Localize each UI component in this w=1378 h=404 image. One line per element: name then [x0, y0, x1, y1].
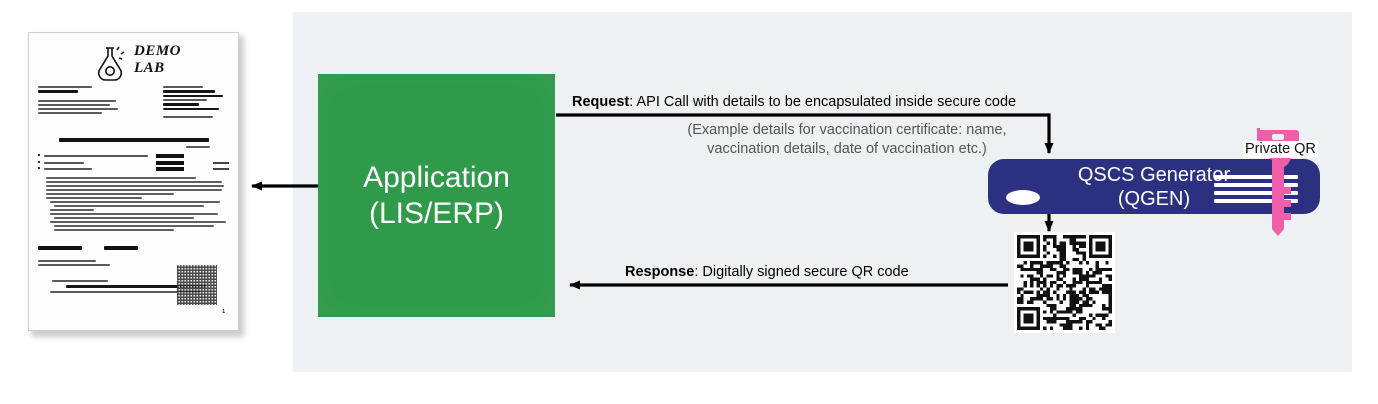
private-qr-label: Private QR	[1243, 141, 1318, 158]
application-label-line1: Application	[363, 160, 510, 194]
brand-line-2: LAB	[134, 60, 165, 76]
request-label: Request: API Call with details to be enc…	[572, 93, 1016, 111]
response-label: Response: Digitally signed secure QR cod…	[625, 263, 909, 281]
document-footer-note	[38, 239, 229, 267]
table-row	[38, 154, 229, 158]
document-qr-code	[177, 265, 217, 305]
brand-line-1: DEMO	[134, 43, 182, 59]
request-example-line1: (Example details for vaccination certifi…	[687, 122, 1007, 138]
response-label-bold: Response	[625, 264, 695, 280]
qgen-title-line1: QSCS Generator	[1077, 164, 1231, 186]
assay-title	[38, 138, 229, 148]
qgen-stripes	[1214, 175, 1298, 207]
qgen-title-line2: (QGEN)	[1117, 188, 1191, 210]
qgen-title: QSCS Generator (QGEN)	[988, 163, 1320, 211]
request-example-line2: vaccination details, date of vaccination…	[707, 141, 987, 157]
generated-qr-code	[1014, 232, 1115, 333]
document-page-number: 1	[222, 309, 225, 315]
document-page: DEMO LAB	[28, 32, 239, 331]
patient-block	[38, 86, 124, 116]
application-box: Application (LIS/ERP)	[318, 74, 555, 317]
qgen-oval-indicator	[1006, 190, 1040, 205]
result-rows	[38, 154, 229, 172]
lab-report-document: DEMO LAB	[28, 32, 244, 337]
document-address-block	[38, 86, 229, 132]
document-signoff	[38, 280, 229, 293]
request-label-bold: Request	[572, 94, 630, 110]
table-row	[38, 160, 229, 165]
application-label-line2: (LIS/ERP)	[368, 196, 505, 230]
request-example-note: (Example details for vaccination certifi…	[637, 121, 1057, 159]
flask-icon	[97, 46, 125, 81]
table-row	[38, 167, 229, 172]
lab-block	[163, 86, 229, 120]
response-label-rest: : Digitally signed secure QR code	[694, 264, 909, 280]
document-brand: DEMO LAB	[134, 43, 181, 77]
request-label-rest: : API Call with details to be encapsulat…	[629, 94, 1017, 110]
qgen-device: QSCS Generator (QGEN)	[988, 159, 1320, 214]
document-header: DEMO LAB	[38, 40, 229, 84]
method-paragraph	[38, 177, 229, 232]
